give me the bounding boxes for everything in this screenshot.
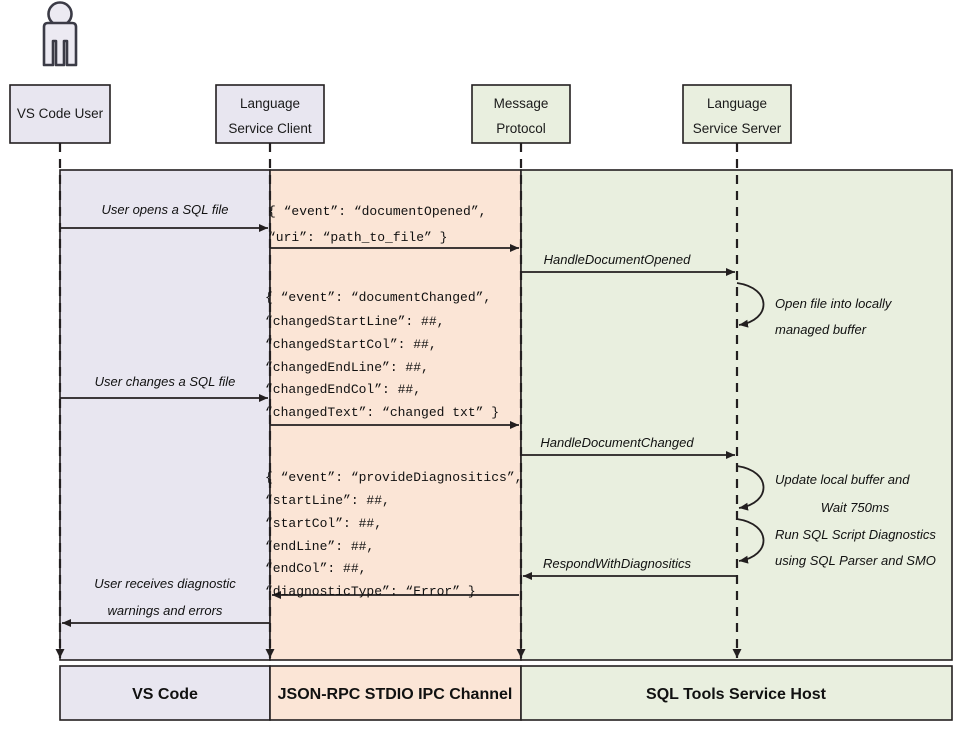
- self-loop-label-run-diagnostics-line2: using SQL Parser and SMO: [775, 553, 936, 568]
- participant-box-language-service-server[interactable]: [682, 84, 792, 144]
- json-line: “changedStartLine”: ##,: [265, 314, 444, 329]
- footer-label-vscode: VS Code: [132, 686, 198, 703]
- self-loop-label-update-buffer-line1: Update local buffer and: [775, 472, 910, 487]
- self-loop-label-open-file-line2: managed buffer: [775, 322, 867, 337]
- footer-label-service: SQL Tools Service Host: [646, 686, 827, 703]
- footer-band-vscode: [59, 665, 271, 721]
- self-loop-label-run-diagnostics-line1: Run SQL Script Diagnostics: [775, 527, 936, 542]
- message-label-user-opens-file: User opens a SQL file: [102, 202, 229, 217]
- json-line: { “event”: “provideDiagnositics”,: [265, 470, 522, 485]
- participant-label-vscode-user: VS Code User: [17, 106, 104, 121]
- message-label-user-changes-file: User changes a SQL file: [95, 374, 236, 389]
- self-loop-label-open-file-line1: Open file into locally: [775, 296, 893, 311]
- self-loop-label-update-buffer-line2: Wait 750ms: [821, 500, 890, 515]
- json-line: “changedEndLine”: ##,: [265, 360, 429, 375]
- message-label-respond-with-diagnostics: RespondWithDiagnositics: [543, 556, 692, 571]
- participant-label-client-line2: Service Client: [228, 121, 312, 136]
- json-line: “diagnosticType”: “Error” }: [265, 584, 476, 599]
- self-loop-open-file: Open file into locally managed buffer: [736, 282, 893, 337]
- band-ipc: [269, 169, 522, 661]
- self-loops: Open file into locally managed buffer Up…: [736, 282, 936, 568]
- json-line: “startLine”: ##,: [265, 493, 390, 508]
- participant-label-server-line1: Language: [707, 96, 767, 111]
- json-line: “startCol”: ##,: [265, 516, 382, 531]
- json-block-provide-diagnostics: { “event”: “provideDiagnositics”, “start…: [265, 470, 522, 599]
- participant-label-protocol-line1: Message: [494, 96, 549, 111]
- json-line: “uri”: “path_to_file” }: [268, 230, 447, 245]
- json-payload-blocks: { “event”: “documentOpened”, “uri”: “pat…: [265, 204, 522, 599]
- footer-bands: VS Code JSON-RPC STDIO IPC Channel SQL T…: [59, 665, 953, 721]
- message-label-handle-document-opened: HandleDocumentOpened: [544, 252, 691, 267]
- band-vscode: [59, 169, 271, 661]
- json-line: “changedText”: “changed txt” }: [265, 405, 499, 420]
- messages: User opens a SQL file HandleDocumentOpen…: [60, 202, 737, 627]
- footer-band-service: [520, 665, 953, 721]
- json-line: { “event”: “documentOpened”,: [268, 204, 486, 219]
- participant-label-client-line1: Language: [240, 96, 300, 111]
- json-line: “changedStartCol”: ##,: [265, 337, 437, 352]
- json-line: “changedEndCol”: ##,: [265, 382, 421, 397]
- self-loop-update-buffer: Update local buffer and Wait 750ms: [736, 465, 910, 515]
- json-line: { “event”: “documentChanged”,: [265, 290, 491, 305]
- json-block-document-changed: { “event”: “documentChanged”, “changedSt…: [265, 290, 499, 420]
- message-label-user-receives-line2: warnings and errors: [108, 603, 223, 618]
- message-label-handle-document-changed: HandleDocumentChanged: [540, 435, 694, 450]
- self-loop-run-diagnostics: Run SQL Script Diagnostics using SQL Par…: [736, 518, 936, 568]
- message-label-user-receives-line1: User receives diagnostic: [94, 576, 236, 591]
- participant-label-protocol-line2: Protocol: [496, 121, 546, 136]
- footer-band-ipc: [269, 665, 522, 721]
- json-line: “endCol”: ##,: [265, 561, 366, 576]
- participant-label-server-line2: Service Server: [693, 121, 782, 136]
- participant-boxes: VS Code User Language Service Client Mes…: [9, 84, 792, 144]
- footer-label-ipc: JSON-RPC STDIO IPC Channel: [278, 686, 513, 703]
- user-stick-figure-icon: [42, 1, 78, 67]
- json-block-document-opened: { “event”: “documentOpened”, “uri”: “pat…: [268, 204, 486, 245]
- json-line: “endLine”: ##,: [265, 539, 374, 554]
